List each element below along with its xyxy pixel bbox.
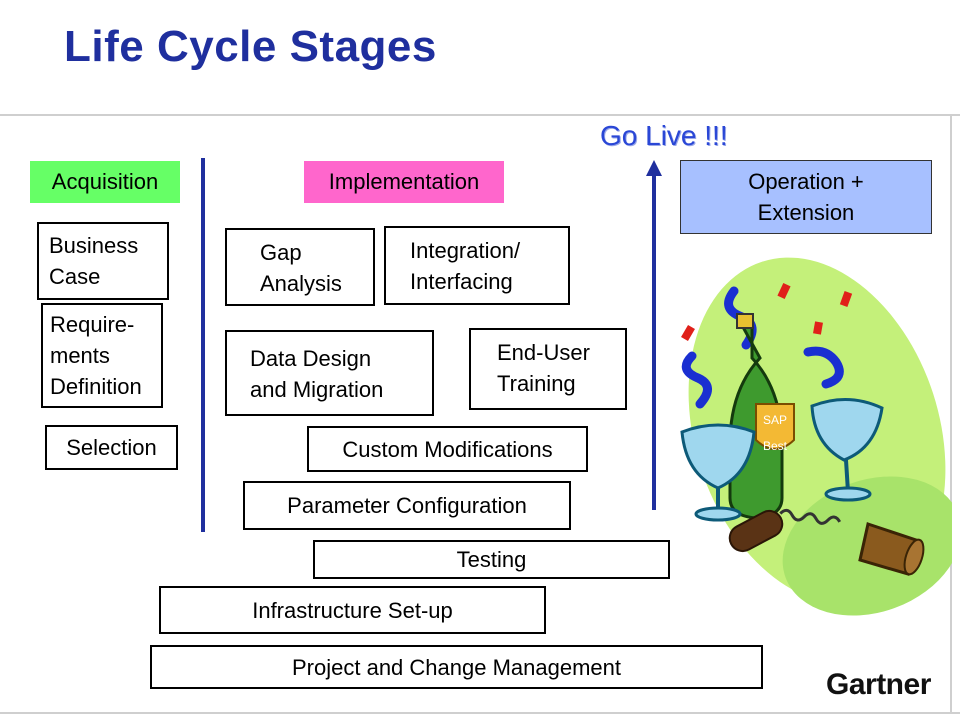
gap-analysis-box: Gap Analysis (225, 228, 375, 306)
bottle-label-line1: SAP (763, 413, 787, 427)
stage-operation: Operation + Extension (680, 160, 932, 234)
requirements-definition-box: Require- ments Definition (41, 303, 163, 408)
divider-acquisition (201, 158, 205, 532)
go-live-arrow-icon (646, 160, 662, 510)
testing-box: Testing (313, 540, 670, 579)
custom-modifications-box: Custom Modifications (307, 426, 588, 472)
selection-box: Selection (45, 425, 178, 470)
end-user-training-box: End-User Training (469, 328, 627, 410)
go-live-label: Go Live !!! (600, 120, 728, 151)
project-change-management-box: Project and Change Management (150, 645, 763, 689)
gartner-logo: Gartner (826, 668, 931, 701)
data-design-migration-box: Data Design and Migration (225, 330, 434, 416)
bottle-label-line2: Best (763, 439, 788, 453)
frame-right-border (950, 114, 952, 714)
business-case-box: Business Case (37, 222, 169, 300)
page-title: Life Cycle Stages (64, 22, 437, 71)
frame-bottom-border (0, 712, 960, 714)
stage-acquisition: Acquisition (30, 161, 180, 203)
celebration-clipart-icon: SAP Best (680, 257, 952, 616)
infrastructure-setup-box: Infrastructure Set-up (159, 586, 546, 634)
parameter-configuration-box: Parameter Configuration (243, 481, 571, 530)
integration-interfacing-box: Integration/ Interfacing (384, 226, 570, 305)
frame-top-border (0, 114, 960, 116)
stage-implementation: Implementation (304, 161, 504, 203)
